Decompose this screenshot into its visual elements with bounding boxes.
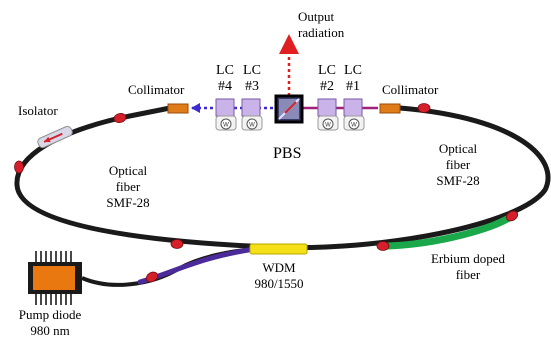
output-line2: radiation: [298, 25, 345, 40]
fiber-left-line2: fiber: [115, 179, 141, 194]
lc4-cell: W: [215, 98, 237, 131]
fiber-right-line1: Optical: [438, 141, 478, 156]
pbs-label: PBS: [273, 145, 302, 162]
pump-label: Pump diode 980 nm: [8, 307, 92, 339]
erbium-fiber: [384, 212, 516, 250]
connector: [170, 239, 184, 249]
lc3-line1: LC: [243, 63, 261, 78]
connector: [145, 271, 159, 283]
fiber-right-label: Optical fiber SMF-28: [423, 141, 493, 189]
connector: [113, 113, 127, 123]
fiber-right-line2: fiber: [445, 157, 471, 172]
svg-text:W: W: [223, 123, 229, 129]
pump-line1: Pump diode: [18, 307, 82, 322]
lc4-label: LC #4: [213, 63, 237, 95]
collimator-left-body: [167, 103, 189, 114]
lc1-line1: LC: [344, 63, 362, 78]
wdm-label: WDM 980/1550: [238, 260, 320, 292]
pump-line2: 980 nm: [30, 323, 70, 338]
lc4-line2: #4: [218, 79, 232, 94]
circle-w-icon: [348, 118, 360, 130]
collimator-left-label: Collimator: [128, 82, 185, 97]
svg-text:W: W: [351, 123, 357, 129]
lc2-line1: LC: [318, 63, 336, 78]
wdm-line1: WDM: [262, 260, 296, 275]
isolator-label: Isolator: [18, 103, 58, 118]
lc2-label: LC #2: [315, 63, 339, 95]
lc4-line1: LC: [216, 63, 234, 78]
lc1-line2: #1: [346, 79, 360, 94]
connector: [14, 160, 24, 174]
lc3-label: LC #3: [240, 63, 264, 95]
lc1-label: LC #1: [341, 63, 365, 95]
connector: [417, 103, 431, 113]
lc3-cell: W: [241, 98, 263, 131]
svg-text:W: W: [325, 123, 331, 129]
fiber-left-line3: SMF-28: [106, 195, 150, 210]
pump-diode: [28, 251, 82, 305]
circle-w-icon: [322, 118, 334, 130]
erbium-label: Erbium doped fiber: [420, 251, 516, 283]
isolator: [37, 125, 73, 149]
wdm-coupler: [249, 243, 308, 255]
fiber-left-label: Optical fiber SMF-28: [93, 163, 163, 211]
circle-w-icon: [220, 118, 232, 130]
lc2-cell: W: [317, 98, 339, 131]
connector: [505, 210, 519, 222]
svg-text:W: W: [249, 123, 255, 129]
lc1-cell: W: [343, 98, 365, 131]
erbium-line1: Erbium doped: [430, 251, 505, 266]
fiber-left-line1: Optical: [108, 163, 148, 178]
lc2-line2: #2: [320, 79, 334, 94]
output-line1: Output: [298, 9, 335, 24]
circle-w-icon: [246, 118, 258, 130]
fiber-right-line3: SMF-28: [436, 173, 480, 188]
collimator-right-label: Collimator: [382, 82, 439, 97]
pbs-cube: [274, 94, 304, 124]
output-radiation-label: Output radiation: [298, 9, 368, 41]
collimator-right-body: [379, 103, 401, 114]
beam-left-arrow: [191, 103, 200, 113]
connector: [376, 241, 390, 251]
connector-splices: [14, 103, 519, 283]
wdm-line2: 980/1550: [254, 276, 304, 291]
lc3-line2: #3: [245, 79, 259, 94]
erbium-line2: fiber: [455, 267, 481, 282]
